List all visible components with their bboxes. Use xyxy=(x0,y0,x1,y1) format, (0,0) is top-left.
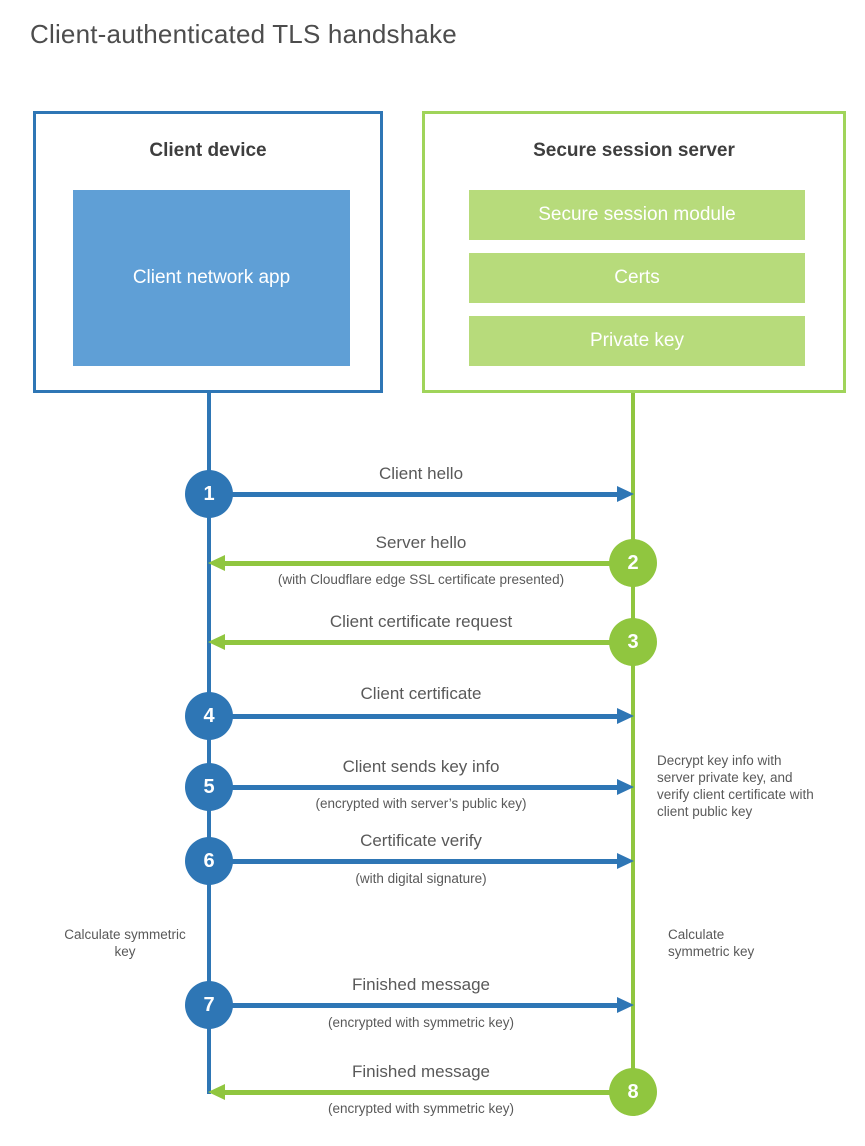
client-lifeline xyxy=(207,393,211,1094)
page-title: Client-authenticated TLS handshake xyxy=(30,19,457,49)
step5-circle: 5 xyxy=(185,763,233,811)
step1-arrow-line xyxy=(231,492,619,497)
arrowhead-left-icon xyxy=(208,1084,225,1100)
step6-arrow-line xyxy=(231,859,619,864)
step3-circle: 3 xyxy=(609,618,657,666)
step1-circle: 1 xyxy=(185,470,233,518)
step5-label: Client sends key info xyxy=(342,757,500,776)
step8-arrow-line xyxy=(224,1090,611,1095)
step6-label: Certificate verify xyxy=(360,831,482,850)
client-device-title: Client device xyxy=(149,140,267,161)
server-module-private-key: Private key xyxy=(469,316,805,366)
client-device-box: Client device Client network app xyxy=(33,111,383,393)
server-module-secure-session: Secure session module xyxy=(469,190,805,240)
step7-circle: 7 xyxy=(185,981,233,1029)
calculate-symmetric-key-note-right: Calculate symmetric key xyxy=(668,927,755,959)
step2-arrow-line xyxy=(224,561,611,566)
step4-label: Client certificate xyxy=(360,684,482,703)
arrowhead-right-icon xyxy=(617,997,634,1013)
step5-subtitle: (encrypted with server’s public key) xyxy=(315,796,527,811)
step2-label: Server hello xyxy=(375,533,467,552)
step1-label: Client hello xyxy=(378,464,464,483)
step3-label: Client certificate request xyxy=(329,612,513,631)
step6-circle: 6 xyxy=(185,837,233,885)
step6-subtitle: (with digital signature) xyxy=(355,871,487,886)
secure-session-server-box: Secure session server Secure session mod… xyxy=(422,111,846,393)
step7-arrow-line xyxy=(231,1003,619,1008)
step5-arrow-line xyxy=(231,785,619,790)
step7-label: Finished message xyxy=(352,975,490,994)
arrowhead-left-icon xyxy=(208,634,225,650)
step8-subtitle: (encrypted with symmetric key) xyxy=(327,1101,515,1116)
server-lifeline xyxy=(631,393,635,1092)
arrowhead-right-icon xyxy=(617,486,634,502)
calculate-symmetric-key-note-left: Calculate symmetric key xyxy=(64,927,186,959)
decrypt-note: Decrypt key info with server private key… xyxy=(657,753,814,819)
step8-circle: 8 xyxy=(609,1068,657,1116)
server-module-certs: Certs xyxy=(469,253,805,303)
secure-session-server-title: Secure session server xyxy=(533,140,735,161)
arrowhead-right-icon xyxy=(617,853,634,869)
client-network-app-box: Client network app xyxy=(73,190,350,366)
arrowhead-left-icon xyxy=(208,555,225,571)
step7-subtitle: (encrypted with symmetric key) xyxy=(327,1015,515,1030)
step4-circle: 4 xyxy=(185,692,233,740)
step8-label: Finished message xyxy=(352,1062,490,1081)
step2-circle: 2 xyxy=(609,539,657,587)
step4-arrow-line xyxy=(231,714,619,719)
step3-arrow-line xyxy=(224,640,611,645)
arrowhead-right-icon xyxy=(617,708,634,724)
step2-subtitle: (with Cloudflare edge SSL certificate pr… xyxy=(277,572,565,587)
arrowhead-right-icon xyxy=(617,779,634,795)
